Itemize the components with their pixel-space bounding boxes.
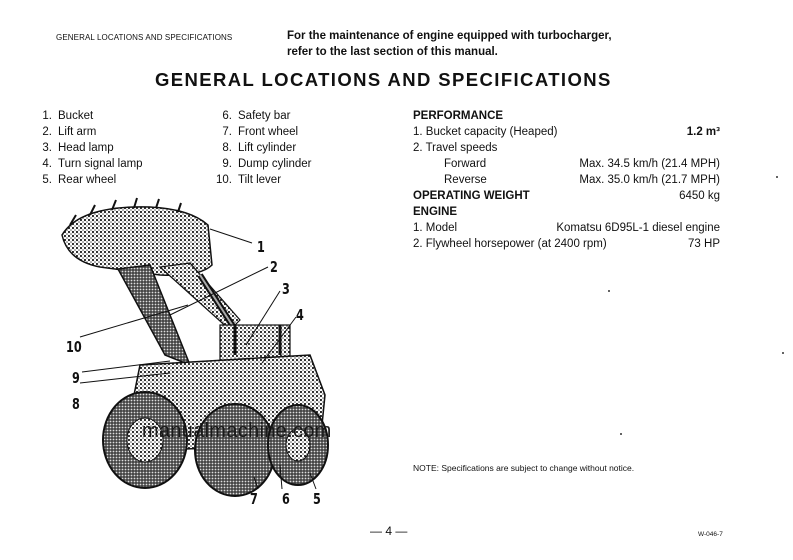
list-item: 8.Lift cylinder bbox=[222, 142, 297, 154]
callout-9: 9 bbox=[72, 369, 80, 387]
callout-1: 1 bbox=[257, 238, 265, 256]
performance-heading: PERFORMANCE bbox=[413, 110, 504, 122]
specification-note: NOTE: Specifications are subject to chan… bbox=[413, 463, 635, 473]
callout-2: 2 bbox=[270, 258, 278, 276]
spec-row-travel: 2. Travel speeds bbox=[413, 142, 498, 154]
specifications-block: PERFORMANCE 1. Bucket capacity (Heaped) … bbox=[413, 108, 720, 252]
list-item: 5.Rear wheel bbox=[42, 174, 117, 186]
spec-row-bucket: 1. Bucket capacity (Heaped) 1.2 m³ bbox=[413, 126, 720, 138]
list-item: 4.Turn signal lamp bbox=[42, 158, 143, 170]
list-item: 3.Head lamp bbox=[42, 142, 114, 154]
engine-heading: ENGINE bbox=[413, 206, 458, 218]
spec-row-horsepower: 2. Flywheel horsepower (at 2400 rpm) 73 … bbox=[413, 238, 720, 250]
list-item: 7.Front wheel bbox=[222, 126, 299, 138]
section-tag: GENERAL LOCATIONS AND SPECIFICATIONS bbox=[56, 33, 233, 42]
spec-row-weight: OPERATING WEIGHT 6450 kg bbox=[413, 190, 720, 202]
parts-list-col2: 6.Safety bar 7.Front wheel 8.Lift cylind… bbox=[214, 108, 312, 188]
wheel-loader-illustration bbox=[61, 197, 329, 497]
watermark: manualmachine.com bbox=[142, 420, 332, 442]
scan-speck bbox=[620, 433, 622, 435]
list-item: 2.Lift arm bbox=[42, 126, 97, 138]
turbocharger-notice-line2: refer to the last section of this manual… bbox=[287, 46, 498, 58]
callout-5: 5 bbox=[313, 490, 321, 508]
callout-8: 8 bbox=[72, 395, 80, 413]
page-number: — 4 — bbox=[370, 524, 408, 538]
list-item: 6.Safety bar bbox=[222, 110, 291, 122]
bucket-shape bbox=[61, 206, 213, 277]
callout-6: 6 bbox=[282, 490, 290, 508]
list-item: 1.Bucket bbox=[42, 110, 94, 122]
list-item: 9.Dump cylinder bbox=[222, 158, 312, 170]
document-code: W-046-7 bbox=[698, 531, 723, 538]
list-item: 10.Tilt lever bbox=[216, 174, 282, 186]
scan-speck bbox=[608, 290, 610, 292]
callout-10: 10 bbox=[66, 338, 82, 356]
turbocharger-notice-line1: For the maintenance of engine equipped w… bbox=[287, 30, 612, 42]
spec-row-model: 1. Model Komatsu 6D95L-1 diesel engine bbox=[413, 222, 720, 234]
scan-speck bbox=[782, 352, 784, 354]
callout-7: 7 bbox=[250, 490, 258, 508]
spec-row-reverse: Reverse Max. 35.0 km/h (21.7 MPH) bbox=[444, 174, 720, 186]
scan-speck bbox=[776, 176, 778, 178]
parts-list-col1: 1.Bucket 2.Lift arm 3.Head lamp 4.Turn s… bbox=[38, 108, 143, 188]
spec-row-forward: Forward Max. 34.5 km/h (21.4 MPH) bbox=[444, 158, 720, 170]
page-title: GENERAL LOCATIONS AND SPECIFICATIONS bbox=[155, 69, 612, 90]
callout-4: 4 bbox=[296, 306, 304, 324]
callout-3: 3 bbox=[282, 280, 290, 298]
